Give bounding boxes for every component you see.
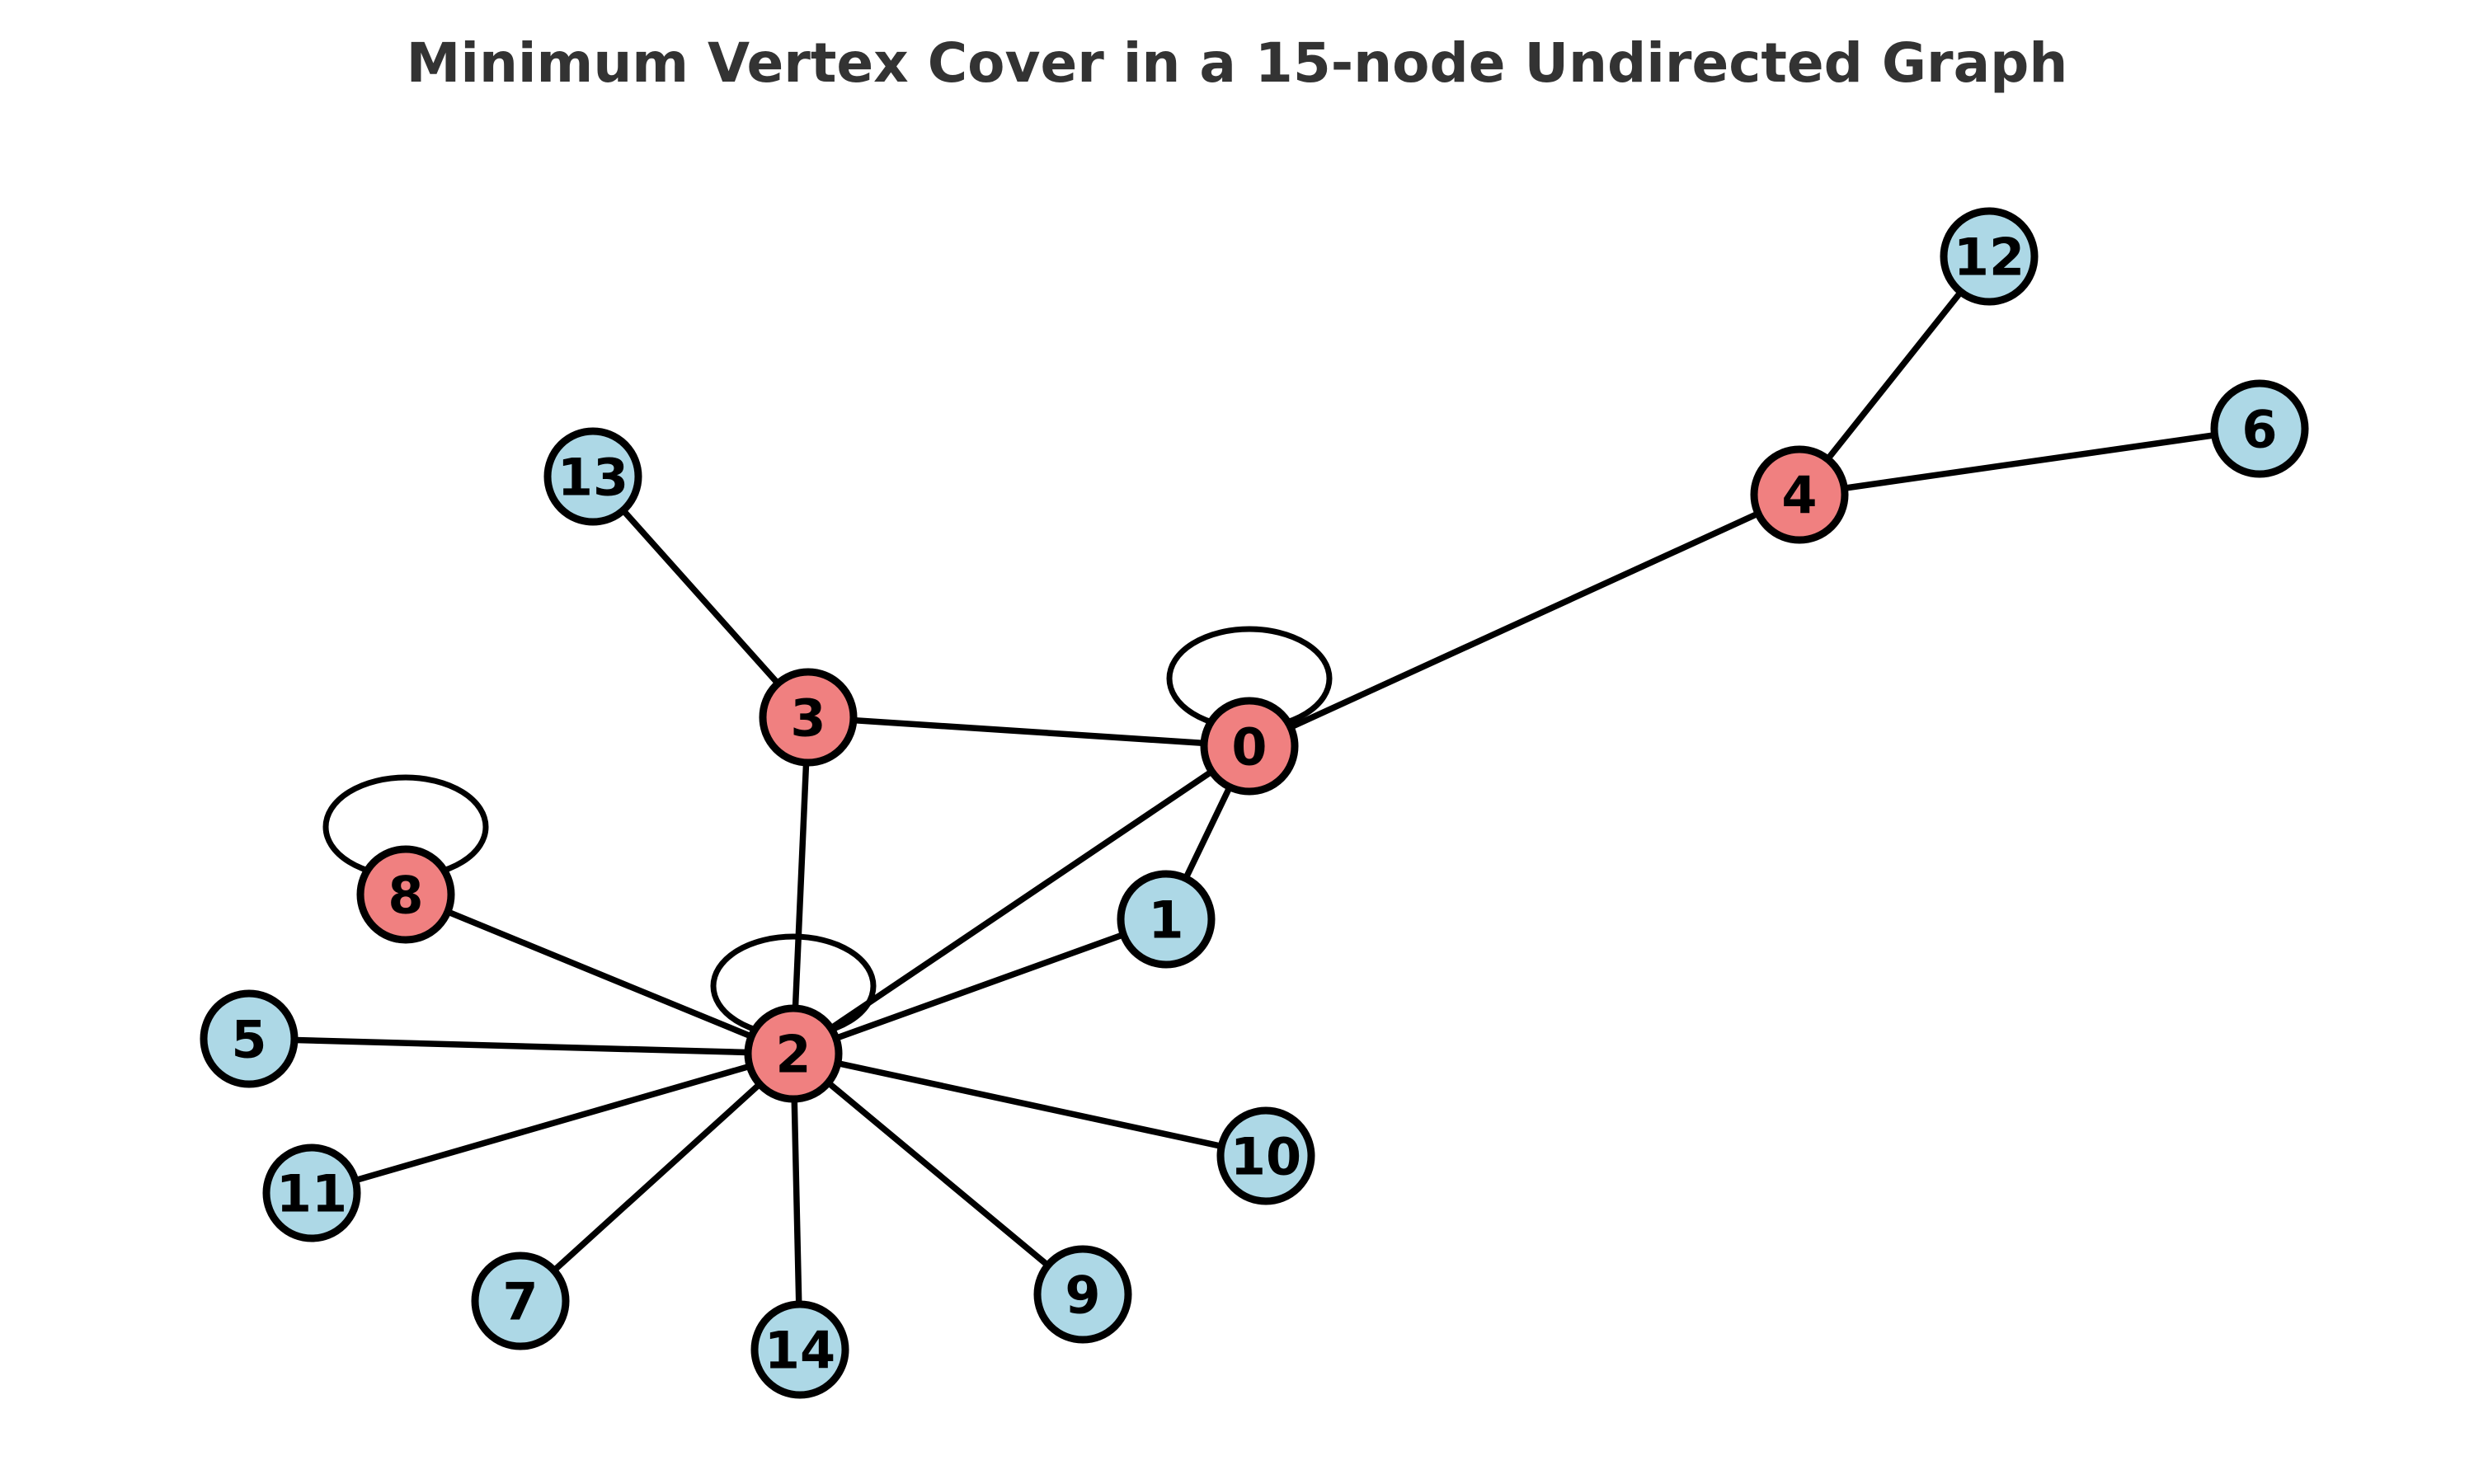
edge-4-6 (1796, 425, 2263, 498)
edge-0-3 (805, 714, 1253, 749)
edge-4-12 (1796, 253, 1992, 498)
node-4 (1750, 445, 1849, 544)
node-5 (200, 989, 299, 1088)
node-6 (2210, 379, 2309, 478)
edge-2-3 (790, 714, 811, 1057)
node-3 (759, 668, 858, 767)
node-12 (1940, 207, 2039, 306)
node-7 (471, 1252, 570, 1350)
edge-3-13 (590, 473, 811, 721)
node-10 (1216, 1106, 1315, 1205)
node-11 (262, 1144, 361, 1242)
node-13 (543, 427, 642, 526)
node-14 (750, 1300, 849, 1399)
edge-2-5 (246, 1036, 797, 1057)
edge-0-2 (790, 743, 1253, 1057)
node-8 (356, 845, 455, 944)
node-2 (744, 1004, 843, 1103)
edge-2-7 (517, 1050, 797, 1304)
node-9 (1033, 1245, 1132, 1344)
node-0 (1200, 697, 1299, 796)
edge-2-8 (402, 891, 797, 1057)
edge-0-4 (1246, 491, 1803, 749)
edge-1-2 (790, 916, 1169, 1057)
figure-title: Minimum Vertex Cover in a 15-node Undire… (407, 31, 2068, 95)
edge-2-11 (308, 1050, 797, 1196)
edge-2-14 (790, 1050, 803, 1353)
edges-layer (246, 253, 2263, 1353)
edge-2-10 (790, 1050, 1269, 1159)
edge-2-9 (790, 1050, 1086, 1298)
node-1 (1117, 870, 1216, 969)
